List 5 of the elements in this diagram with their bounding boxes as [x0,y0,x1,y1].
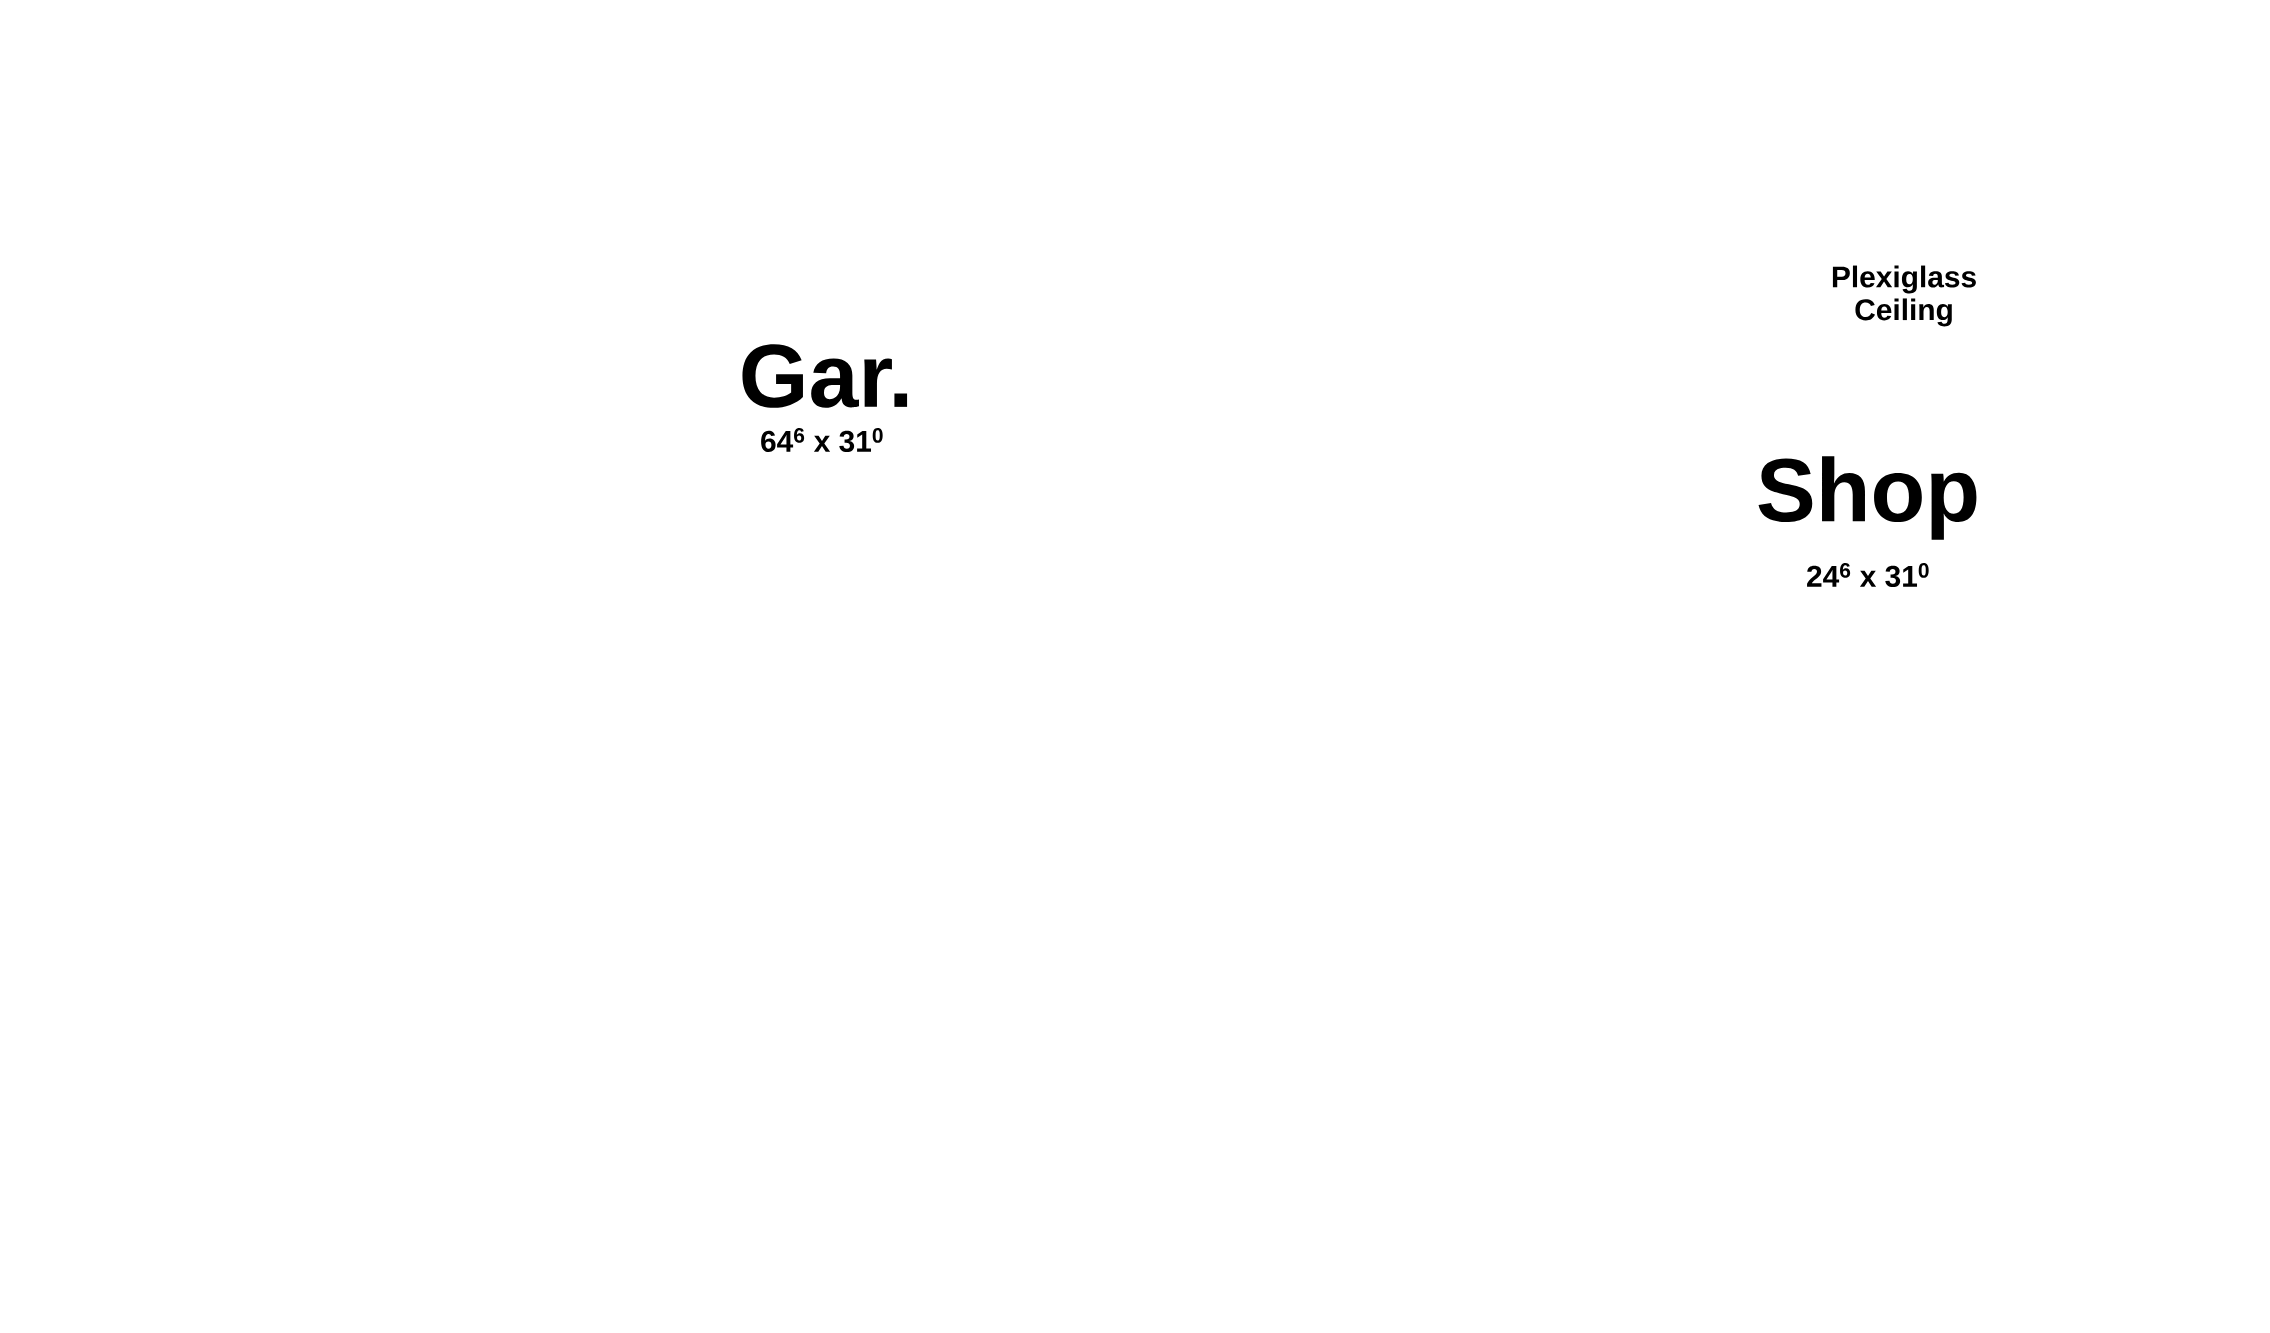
room-label: Shop [1758,456,1977,540]
note-label: Plexiglass Ceiling [1832,265,1976,327]
room-label: Gar. [742,344,908,408]
room-dimension: 64$^{6}$ x 31$^{0}$ [761,428,883,452]
room-dimension: 24$^{6}$ x 31$^{0}$ [1807,563,1929,587]
